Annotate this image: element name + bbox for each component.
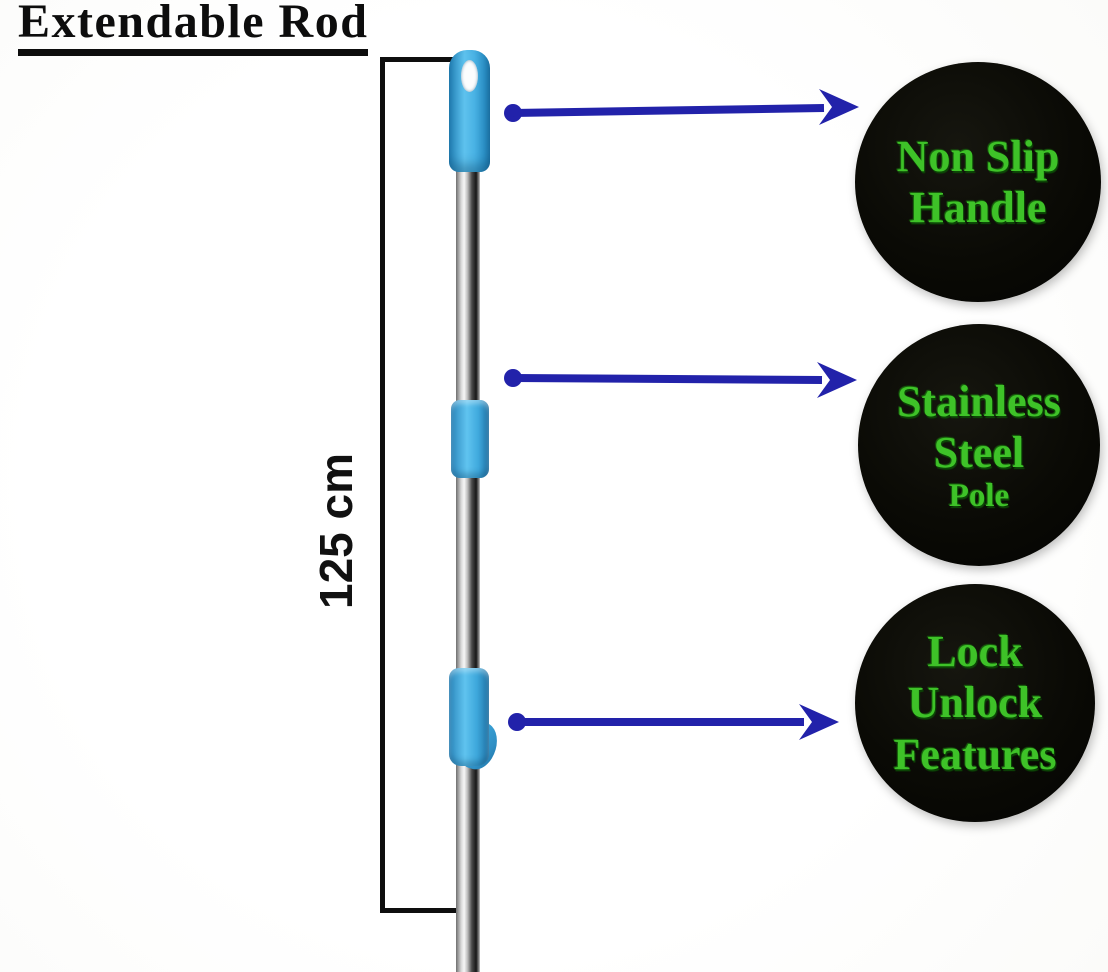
callout-text-line: Handle (909, 183, 1047, 232)
arrow-stainless-steel-pole (504, 362, 857, 398)
callout-text-line: Non Slip (896, 131, 1060, 181)
callout-text-line: Lock (927, 627, 1023, 677)
callout-text-line: Features (893, 729, 1057, 779)
callout-text-line: Unlock (907, 678, 1043, 728)
handle-hanging-hole (461, 60, 478, 92)
steel-pole (456, 166, 480, 972)
rod-handle (449, 50, 490, 172)
middle-collar-lock (451, 400, 489, 478)
callout-non-slip-handle: Non Slip Handle (855, 62, 1101, 302)
page-title: Extendable Rod (18, 0, 369, 56)
callout-stainless-steel-pole: Stainless Steel Pole (858, 324, 1100, 566)
callout-lock-unlock-features: Lock Unlock Features (855, 584, 1095, 822)
arrow-lock-unlock-features (508, 704, 839, 740)
arrow-non-slip-handle (504, 89, 859, 125)
callout-text-line: Pole (948, 477, 1010, 514)
measurement-bracket (380, 57, 453, 913)
measurement-label: 125 cm (310, 453, 362, 610)
callout-text-line: Stainless (897, 376, 1061, 426)
callout-text-line: Steel (933, 427, 1025, 477)
lower-collar-lock (449, 668, 489, 766)
